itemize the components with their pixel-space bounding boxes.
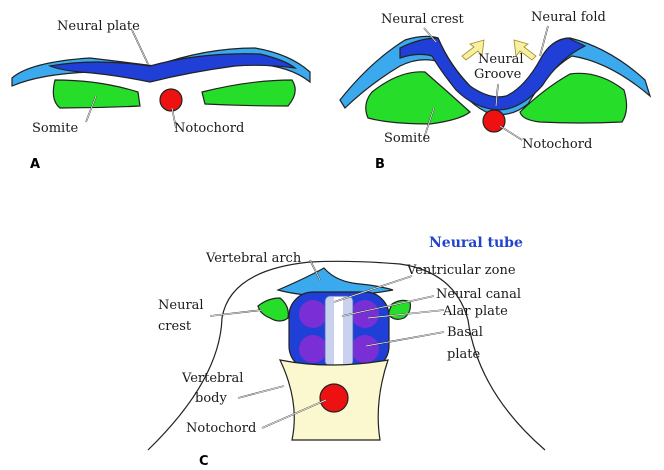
somite-a-left [53,80,140,108]
label-neural-crest-c-2: crest [158,319,192,334]
label-neural-crest-b: Neural crest [381,12,465,27]
label-ventricular-zone: Ventricular zone [406,263,516,278]
neural-crest-c-left [258,298,288,321]
label-neural-canal: Neural canal [436,287,521,302]
label-vertebral-body-1: Vertebral [181,371,243,386]
neural-canal [334,297,343,365]
alar-plate-right [351,300,379,328]
notochord-b [483,110,505,132]
label-somite-a: Somite [32,121,78,136]
alar-plate-left [299,300,327,328]
basal-plate-left [299,335,327,363]
panel-c: Neural tube Vertebral arch Ventricular z… [148,235,545,469]
label-basal-plate-1: Basal [447,325,483,340]
label-notochord-b: Notochord [522,137,592,152]
panel-a: Neural plate Somite Notochord A [12,19,310,172]
notochord-c [320,384,348,412]
label-notochord-c: Notochord [186,421,256,436]
panel-label-b: B [375,157,385,172]
title-neural-tube: Neural tube [429,235,523,251]
label-basal-plate-2: plate [447,347,480,362]
label-notochord-a: Notochord [174,121,244,136]
notochord-a [160,89,182,111]
label-neural-groove-2: Groove [474,67,522,82]
label-vertebral-body-2: body [195,391,227,406]
label-neural-plate-a: Neural plate [57,19,140,34]
label-neural-fold-b: Neural fold [531,10,606,25]
panel-label-c: C [199,454,209,469]
label-neural-groove-1: Neural [478,52,524,67]
panel-label-a: A [30,157,40,172]
panel-b: Neural crest Neural fold Neural Groove S… [340,10,650,172]
label-neural-crest-c-1: Neural [158,298,204,313]
label-vertebral-arch: Vertebral arch [205,251,302,266]
label-alar-plate: Alar plate [442,304,508,319]
basal-plate-right [351,335,379,363]
somite-a-right [202,80,295,106]
label-somite-b: Somite [384,131,430,146]
